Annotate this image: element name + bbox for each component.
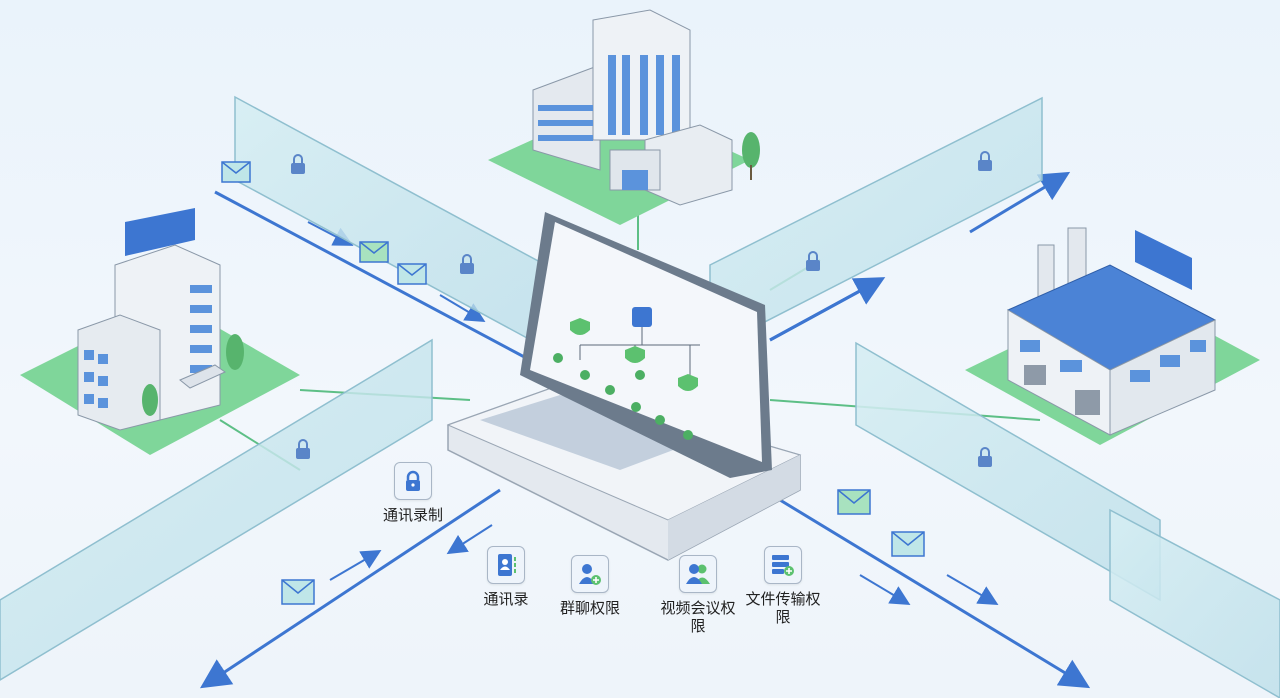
feature-file-transfer-permission[interactable]: 文件传输权限 xyxy=(743,546,823,626)
feature-label: 视频会议权限 xyxy=(660,599,736,635)
feature-label: 群聊权限 xyxy=(559,599,620,617)
lock-icons xyxy=(291,151,992,467)
feature-call-recording[interactable]: 通讯录制 xyxy=(373,462,453,524)
feature-contacts[interactable]: 通讯录 xyxy=(466,546,546,608)
file-server-add-icon xyxy=(764,546,802,584)
group-users-icon xyxy=(679,555,717,593)
data-flow-lines xyxy=(199,171,1091,689)
feature-video-meeting-permission[interactable]: 视频会议权限 xyxy=(658,555,738,635)
office-building-top xyxy=(488,9,760,225)
feature-label: 通讯录 xyxy=(483,590,529,608)
org-chart-on-screen xyxy=(553,307,700,440)
short-arrows xyxy=(307,221,999,606)
feature-label: 通讯录制 xyxy=(382,506,443,524)
lock-icon xyxy=(394,462,432,500)
factory-building xyxy=(965,227,1260,445)
add-user-icon xyxy=(571,555,609,593)
feature-label: 文件传输权限 xyxy=(745,590,821,626)
laptop-device xyxy=(446,212,802,561)
office-building-left xyxy=(20,208,300,455)
envelope-icons xyxy=(221,161,925,605)
contact-book-icon xyxy=(487,546,525,584)
feature-group-chat-permission[interactable]: 群聊权限 xyxy=(550,555,630,617)
firewall-walls xyxy=(0,95,1280,698)
